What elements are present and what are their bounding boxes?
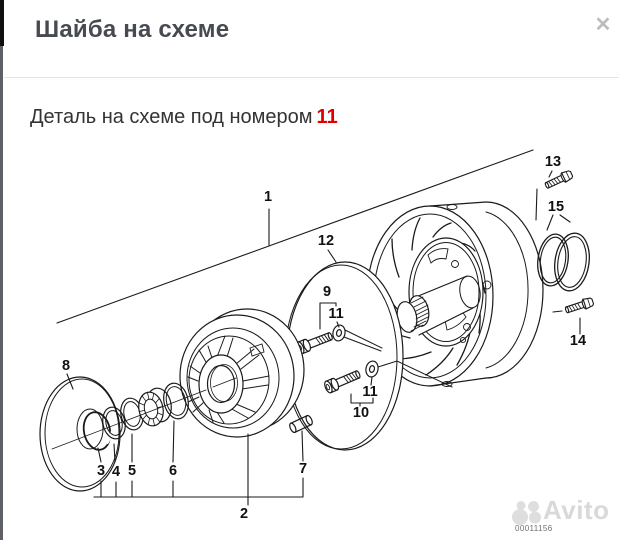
callout-12: 12 xyxy=(317,233,335,249)
callout-7: 7 xyxy=(298,461,308,477)
modal-header: Шайба на схеме ✕ xyxy=(4,0,619,78)
callout-13: 13 xyxy=(544,154,562,170)
avito-watermark-text: Avito xyxy=(543,495,610,525)
subtitle-text: Деталь на схеме под номером xyxy=(30,106,313,128)
callout-8: 8 xyxy=(61,358,71,374)
page-edge-dark xyxy=(0,0,4,46)
avito-logo-icon xyxy=(512,501,541,525)
callout-2: 2 xyxy=(239,506,249,522)
photo-code: 00011156 xyxy=(515,524,553,533)
highlighted-part-number: 11 xyxy=(316,106,338,128)
callout-11a: 11 xyxy=(328,306,344,322)
callout-14: 14 xyxy=(569,333,587,349)
callout-5: 5 xyxy=(127,463,137,479)
page-edge-gray xyxy=(0,46,3,540)
callout-11b: 11 xyxy=(362,384,378,400)
callout-9: 9 xyxy=(322,284,332,300)
callout-15: 15 xyxy=(547,199,565,215)
callout-4: 4 xyxy=(111,464,121,480)
callout-1: 1 xyxy=(263,189,273,205)
callout-10: 10 xyxy=(352,405,370,421)
close-icon[interactable]: ✕ xyxy=(594,14,612,36)
modal-title: Шайба на схеме xyxy=(35,16,230,43)
callout-6: 6 xyxy=(168,463,178,479)
callout-3: 3 xyxy=(96,463,106,479)
